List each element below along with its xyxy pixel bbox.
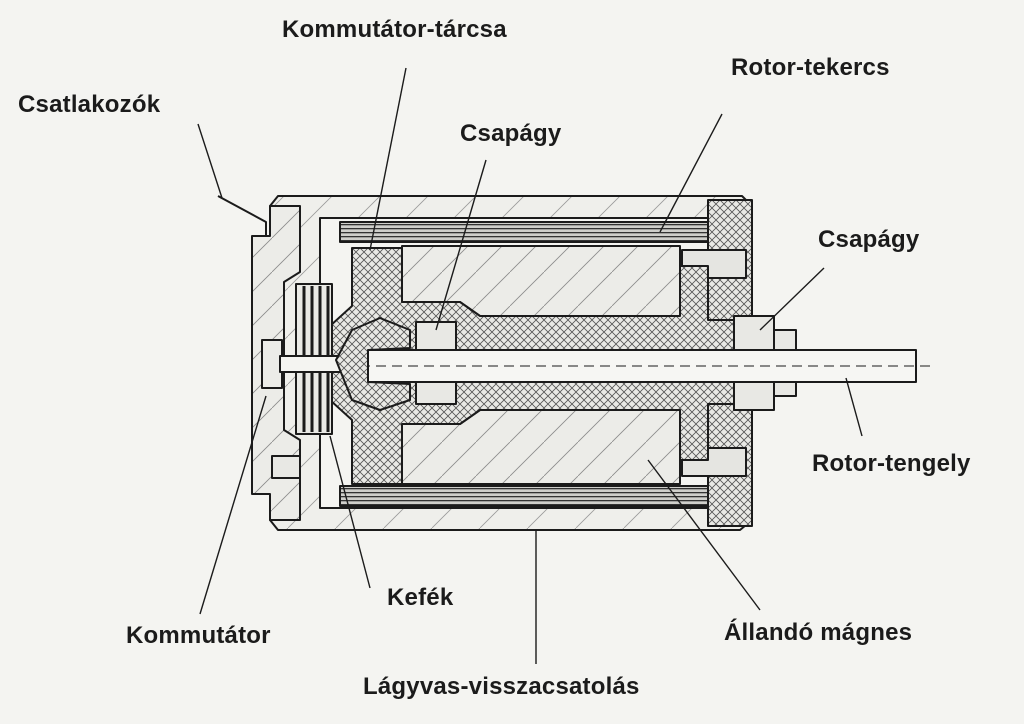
leader-bearing-outer: [759, 267, 825, 331]
label-rotor-winding: Rotor-tekercs: [731, 54, 890, 81]
label-commutator-disc: Kommutátor-tárcsa: [282, 16, 507, 43]
bearing-left-top: [415, 321, 457, 351]
leader-permanent-magnet: [647, 459, 761, 611]
magnet-bottom: [339, 485, 737, 507]
label-bearing-outer: Csapágy: [818, 226, 920, 253]
leader-rotor-shaft: [845, 377, 863, 437]
commutator-disc: [335, 317, 411, 411]
label-brushes: Kefék: [387, 584, 454, 611]
label-bearing-inner: Csapágy: [460, 120, 562, 147]
bearing-right-top: [733, 315, 775, 351]
magnet-top: [339, 221, 737, 243]
label-connectors: Csatlakozók: [18, 91, 161, 118]
screw-left: [271, 455, 301, 479]
leader-brushes: [329, 435, 371, 589]
leader-rotor-winding: [659, 113, 723, 233]
label-permanent-magnet: Állandó mágnes: [724, 619, 913, 646]
connector-terminal: [217, 195, 267, 236]
leader-connectors: [197, 123, 223, 199]
leader-commutator-disc: [369, 67, 407, 251]
leader-commutator: [199, 395, 267, 615]
label-rotor-shaft: Rotor-tengely: [812, 450, 971, 477]
label-commutator: Kommutátor: [126, 622, 271, 649]
leader-bearing-inner: [435, 159, 487, 331]
screw-bottom: [681, 447, 747, 477]
label-soft-iron-return: Lágyvas-visszacsatolás: [363, 673, 640, 700]
